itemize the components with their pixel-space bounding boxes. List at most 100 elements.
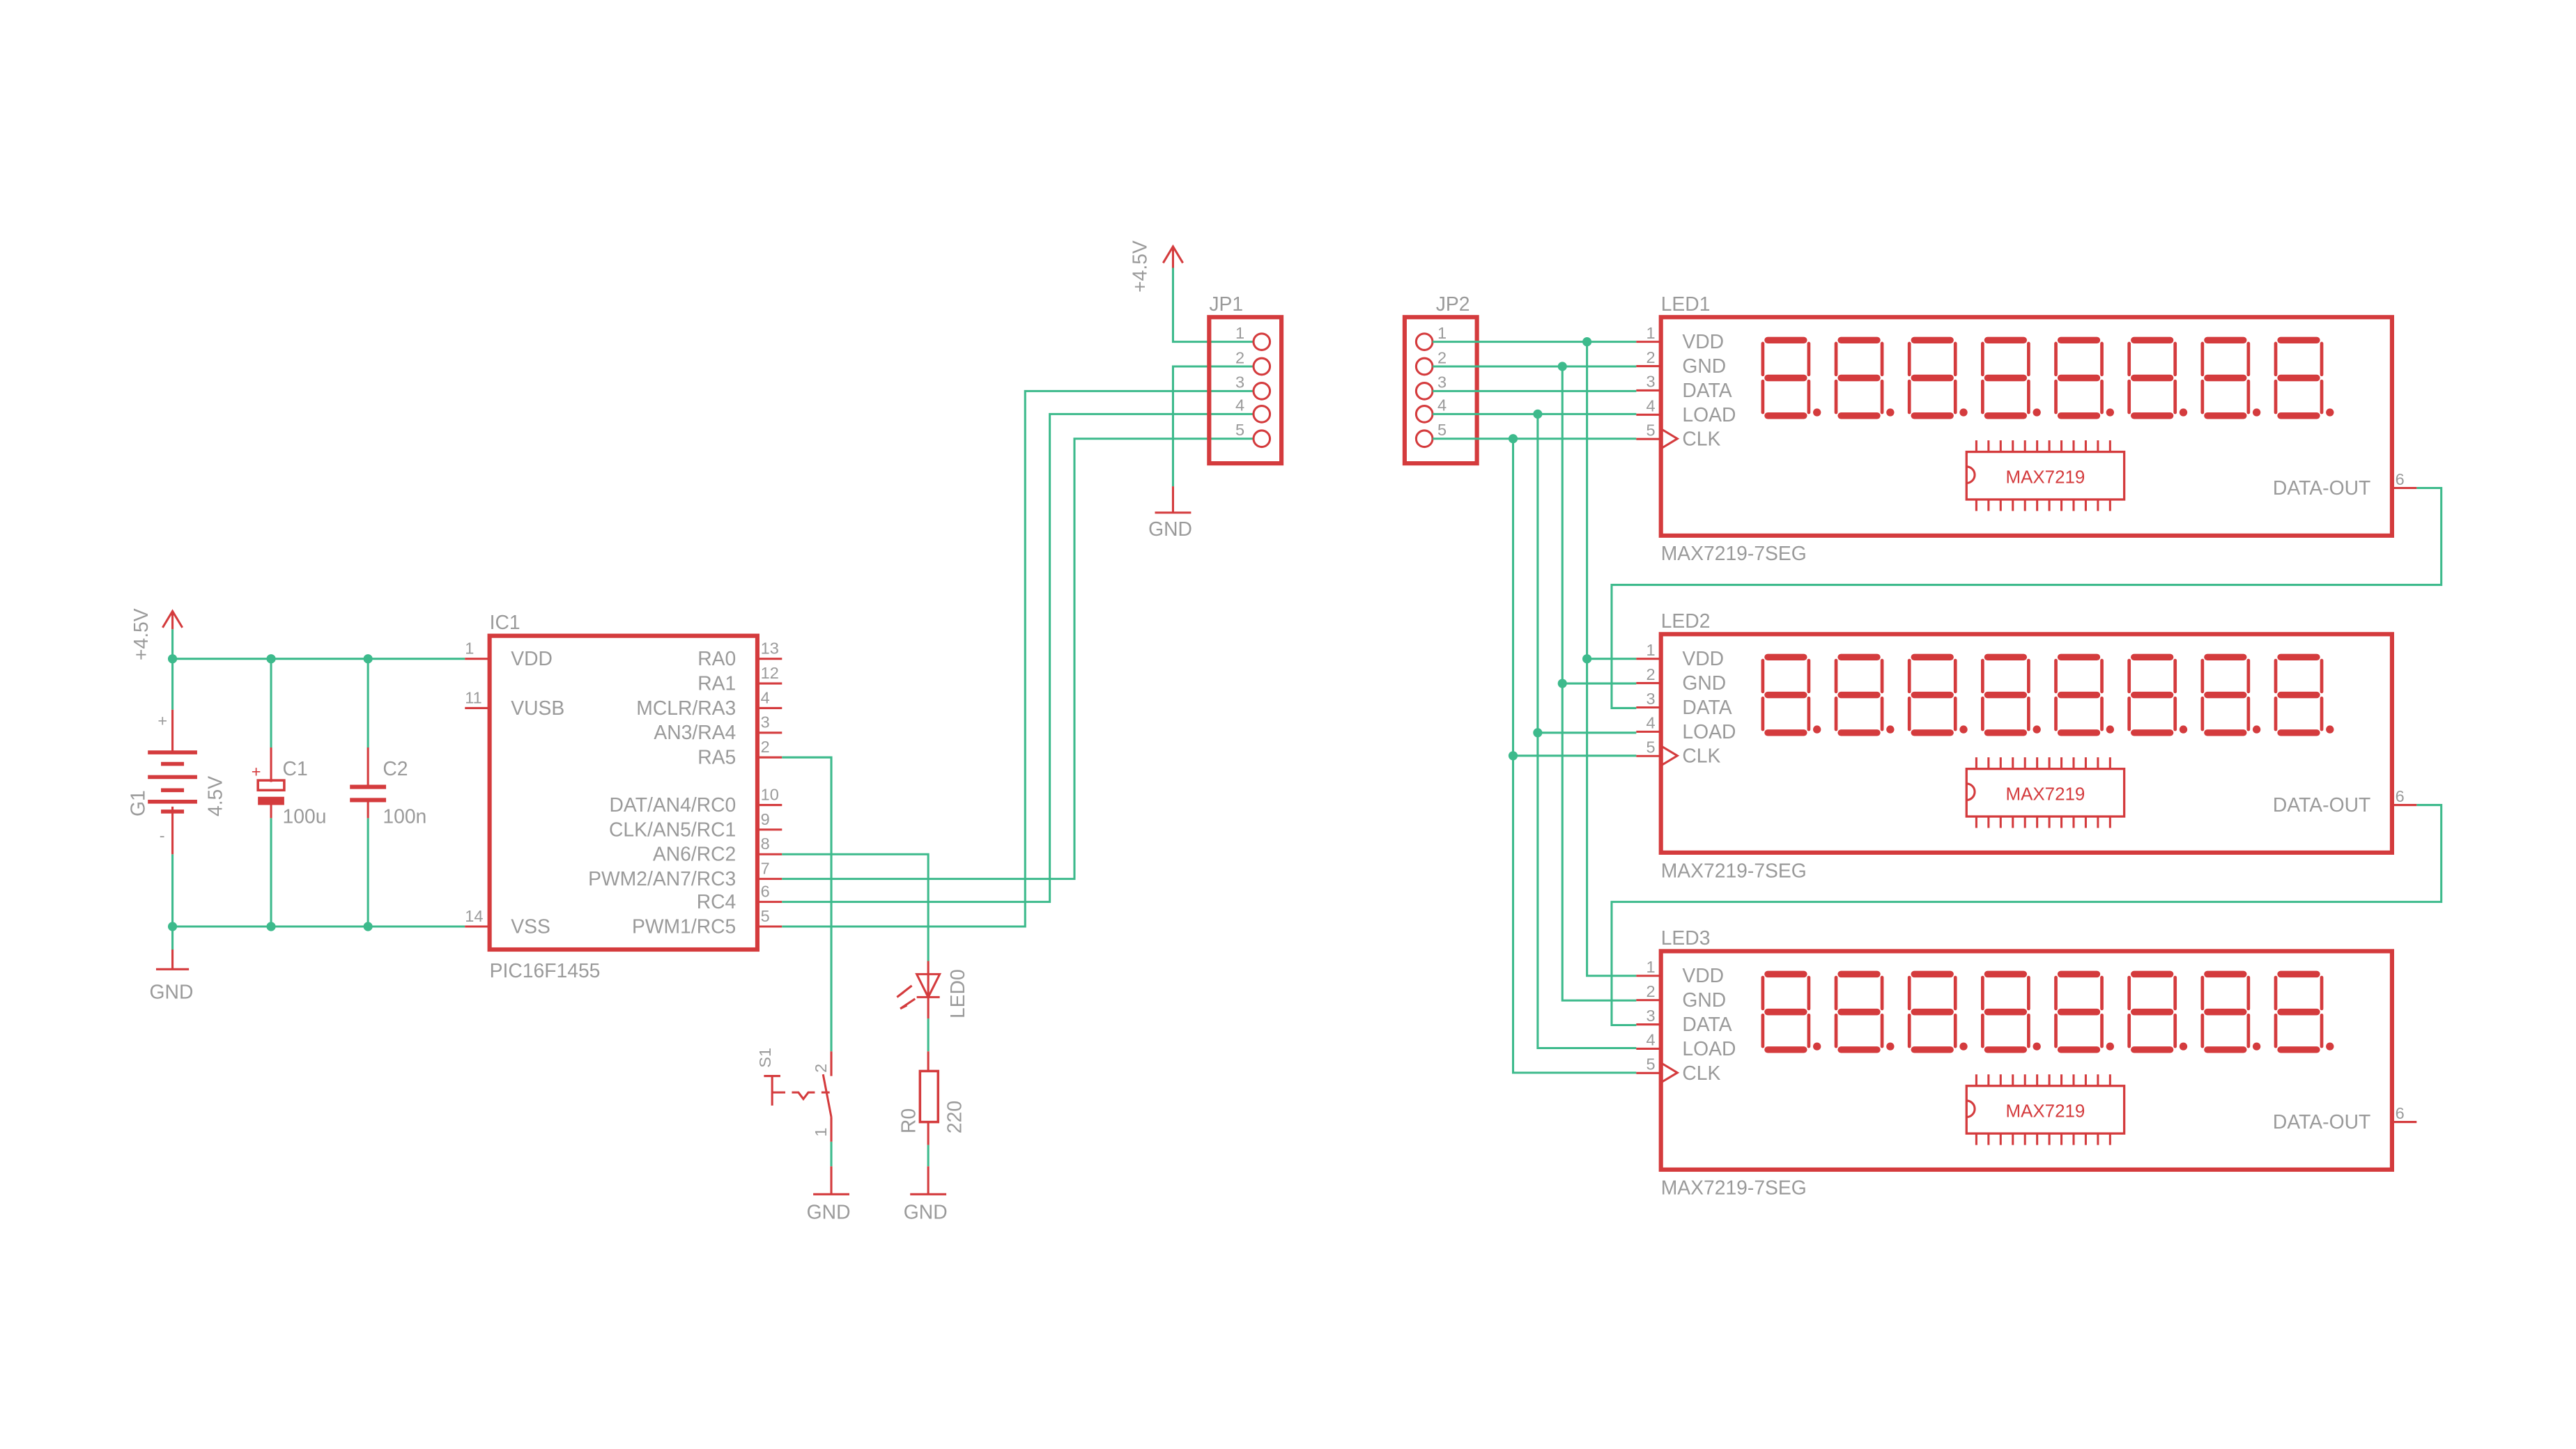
jp1-pin-number: 3 — [1235, 373, 1244, 392]
decimal-point — [2106, 408, 2114, 417]
display-pin-label: VDD — [1682, 964, 1724, 986]
decimal-point — [2252, 725, 2261, 734]
supply-label: +4.5V — [130, 608, 152, 660]
ic-name: IC1 — [490, 611, 520, 633]
pin-pad-icon[interactable] — [1252, 429, 1272, 449]
capacitor-c1[interactable]: + C1 100u — [252, 747, 327, 827]
pin-pad-icon[interactable] — [1252, 405, 1272, 424]
display-body — [1658, 632, 2394, 855]
clock-input-icon — [1660, 745, 1680, 767]
pin-pad-icon[interactable] — [1414, 332, 1434, 351]
seven-segment-digit-icon — [1761, 336, 1821, 419]
chip-pins — [1975, 1074, 2111, 1145]
jp2-name: JP2 — [1436, 293, 1470, 315]
battery-g1[interactable]: + - G1 4.5V — [126, 709, 226, 855]
display-pin-label: VDD — [1682, 647, 1724, 669]
decimal-point — [1886, 725, 1895, 734]
junction — [1508, 751, 1518, 761]
seven-segment-digit-icon — [1907, 336, 1968, 419]
display-part: MAX7219-7SEG — [1661, 1176, 1807, 1198]
pin-pad-icon[interactable] — [1252, 357, 1272, 376]
switch-s1[interactable]: S1 2 1 GND — [756, 1048, 851, 1223]
display-pin-number: 5 — [1646, 1055, 1655, 1074]
chip-label: MAX7219 — [2006, 467, 2085, 487]
bus-junctions — [1508, 337, 1592, 761]
ground-label: GND — [807, 1201, 851, 1223]
chip-label: MAX7219 — [2006, 784, 2085, 804]
display-pin-label: DATA — [1682, 379, 1732, 401]
junction — [1557, 362, 1567, 371]
display-pin-number: 3 — [1646, 1007, 1655, 1025]
switch-icon — [764, 1051, 833, 1142]
ic-pin-number: 6 — [761, 883, 770, 901]
display-pin-label: GND — [1682, 355, 1726, 377]
jp2-pin-number: 4 — [1437, 396, 1447, 414]
display-pin-number: 2 — [1646, 665, 1655, 683]
ground-label: GND — [904, 1201, 948, 1223]
bus-wires — [1432, 341, 2443, 1074]
chip-body — [1965, 1085, 2126, 1135]
display-body — [1658, 315, 2394, 538]
decimal-point — [1813, 408, 1821, 417]
display-pin-number: 6 — [2396, 470, 2405, 488]
capacitor-c2[interactable]: C2 100n — [350, 747, 426, 827]
display-pin-number: 3 — [1646, 373, 1655, 391]
pin-pad-icon[interactable] — [1252, 382, 1272, 401]
display-pin-number: 1 — [1646, 641, 1655, 659]
decimal-point — [1886, 408, 1895, 417]
seven-segment-digit-icon — [1834, 970, 1895, 1053]
pin-pad-icon[interactable] — [1414, 357, 1434, 376]
capacitor-icon — [350, 784, 387, 803]
led-led0[interactable]: LED0 — [896, 961, 969, 1052]
seven-segment-digit-icon — [2274, 336, 2334, 419]
c1-value: 100u — [283, 805, 327, 827]
seven-segment-digit-icon — [2054, 970, 2114, 1053]
resistor-r0[interactable]: R0 220 GND — [897, 1051, 965, 1223]
decimal-point — [1959, 1042, 1968, 1051]
display-name: LED3 — [1661, 927, 1711, 949]
ground-label: GND — [150, 981, 194, 1003]
c2-value: 100n — [383, 805, 426, 827]
pin-pad-icon[interactable] — [1414, 429, 1434, 449]
ic-pin-number: 5 — [761, 907, 770, 925]
ic-pin-number: 10 — [761, 785, 779, 803]
light-arrows-icon — [896, 984, 916, 1010]
ic-pin-number: 3 — [761, 713, 770, 731]
seven-segment-digit-icon — [1761, 970, 1821, 1053]
display-pin-label: LOAD — [1682, 1037, 1736, 1060]
max7219-chip-icon: MAX7219 — [1965, 440, 2126, 511]
junction — [363, 922, 373, 931]
jp1-body — [1207, 315, 1284, 466]
display-pin-label: GND — [1682, 672, 1726, 694]
seven-segment-digit-icon — [1981, 336, 2041, 419]
ic-pin-label: RC4 — [697, 890, 736, 913]
display-pin-number: 4 — [1646, 714, 1655, 732]
pin-pad-icon[interactable] — [1252, 332, 1272, 351]
seven-segment-digit-icon — [1907, 970, 1968, 1053]
seven-segment-digit-icon — [1834, 336, 1895, 419]
decimal-point — [1959, 408, 1968, 417]
decimal-point — [2179, 725, 2188, 734]
ic-pin-number: 2 — [761, 738, 770, 756]
seven-segment-digit-icon — [2274, 653, 2334, 736]
led0-name: LED0 — [946, 969, 969, 1018]
c2-name: C2 — [383, 757, 408, 780]
seven-segment-digit-icon — [2054, 653, 2114, 736]
decimal-point — [2252, 408, 2261, 417]
clock-input-icon — [1660, 1062, 1680, 1084]
junction — [1582, 337, 1592, 347]
pin-pad-icon[interactable] — [1414, 382, 1434, 401]
chip-notch — [1966, 782, 1976, 801]
battery-icon — [148, 750, 197, 814]
ic-pin-label: RA0 — [697, 647, 736, 669]
jp1-wires — [1171, 268, 1254, 487]
display-part: MAX7219-7SEG — [1661, 859, 1807, 881]
pin-pad-icon[interactable] — [1414, 405, 1434, 424]
